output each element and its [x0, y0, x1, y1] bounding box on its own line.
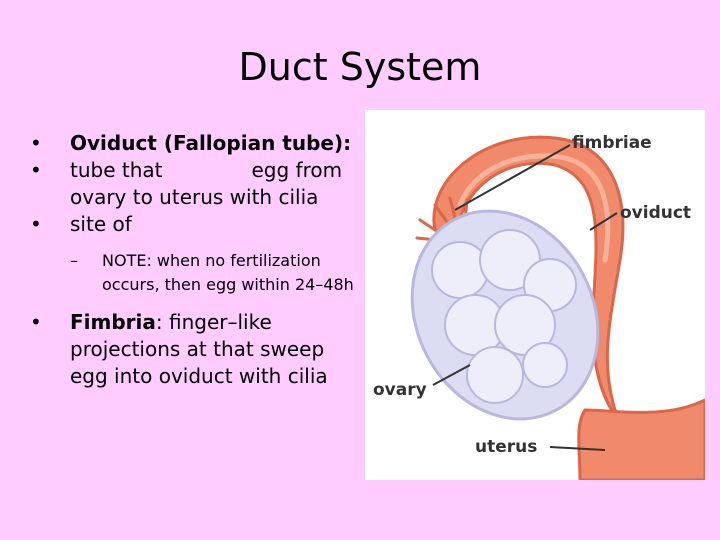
note-text: NOTE: when no fertilization occurs, then… — [102, 251, 354, 294]
sub-bullet-marker: – — [70, 251, 78, 270]
bullet-site-of: • site of — [30, 211, 360, 238]
bullet-fimbria: • Fimbria: finger–like projections at th… — [30, 309, 360, 390]
sub-bullet-note: – NOTE: when no fertilization occurs, th… — [30, 249, 360, 297]
bullet-marker: • — [30, 131, 42, 155]
bullet-fimbria-heading: Fimbria — [70, 310, 156, 334]
bullet-list: • Oviduct (Fallopian tube): • tube that … — [30, 130, 360, 390]
ovary-follicles — [431, 229, 577, 404]
reproductive-anatomy-figure: fimbriae oviduct ovary uterus — [365, 110, 705, 480]
oviduct-inner-highlight — [457, 153, 611, 263]
label-uterus: uterus — [475, 437, 537, 457]
bullet-oviduct-heading: Oviduct (Fallopian tube): — [70, 131, 352, 155]
bullet-oviduct: • Oviduct (Fallopian tube): — [30, 130, 360, 157]
bullet-fimbria-text: : finger–like projections at that sweep … — [70, 310, 328, 388]
label-oviduct: oviduct — [620, 203, 691, 223]
label-ovary: ovary — [373, 380, 427, 400]
slide-title: Duct System — [238, 45, 482, 89]
anatomy-illustration: fimbriae oviduct ovary uterus — [373, 133, 705, 480]
uterus-shape — [577, 398, 705, 480]
bullet-marker: • — [30, 212, 42, 236]
bullet-tube-description: • tube that egg from ovary to uterus wit… — [30, 157, 360, 211]
bullet-tube-text: tube that egg from ovary to uterus with … — [70, 158, 349, 209]
bullet-site-text: site of — [70, 212, 132, 236]
oviduct-tube — [432, 135, 629, 430]
label-fimbriae: fimbriae — [572, 133, 652, 153]
label-pointers — [432, 144, 618, 451]
bullet-marker: • — [30, 158, 42, 182]
bullet-marker: • — [30, 310, 42, 334]
